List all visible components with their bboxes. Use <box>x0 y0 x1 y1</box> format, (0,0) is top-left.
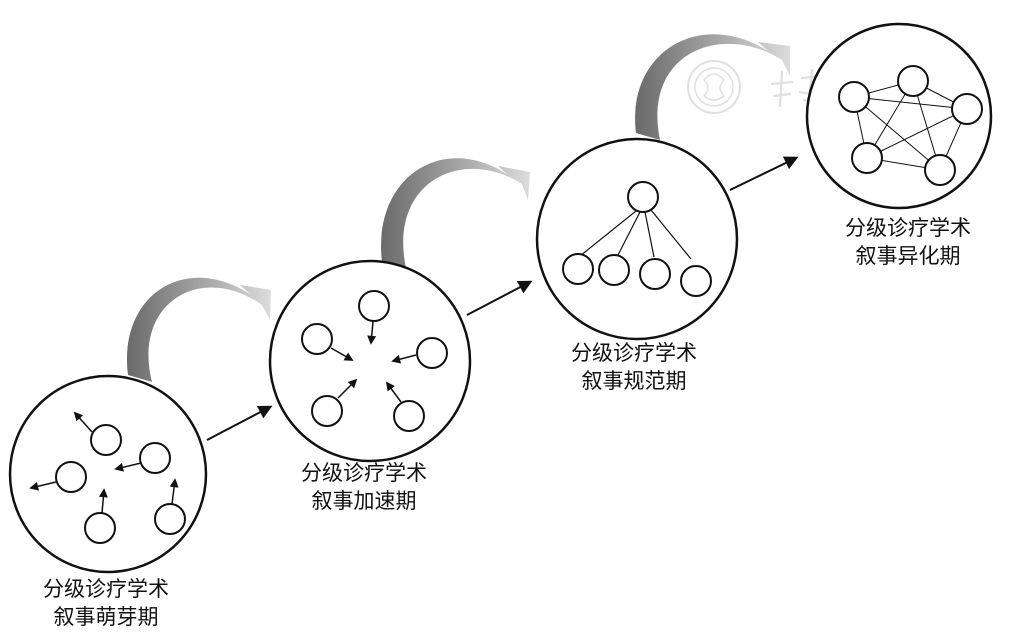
stage-node <box>851 142 883 174</box>
stage-acceleration <box>268 259 472 463</box>
node-arrow <box>330 347 354 361</box>
stage-label-normative: 分级诊疗学术 叙事规范期 <box>571 339 697 395</box>
node-arrow <box>391 354 417 364</box>
stage-node <box>598 254 630 286</box>
node-arrow <box>98 488 108 514</box>
stage-node <box>90 424 122 456</box>
stage-node <box>393 400 425 432</box>
stage-label-embryonic: 分级诊疗学术 叙事萌芽期 <box>43 575 169 631</box>
stage-ring <box>535 137 739 341</box>
stage-node <box>301 323 333 355</box>
stage-node <box>416 337 448 369</box>
hierarchy-link <box>617 211 641 256</box>
node-arrow <box>73 411 93 433</box>
stage-node <box>84 512 116 544</box>
node-arrow <box>114 462 142 472</box>
stage-connectors <box>206 156 799 441</box>
stage-label-line2: 叙事萌芽期 <box>53 605 159 629</box>
stage-node <box>924 154 956 186</box>
stage-node <box>139 442 171 474</box>
network-link <box>866 108 968 159</box>
stage-label-line2: 叙事加速期 <box>311 489 417 513</box>
stage-normative <box>535 137 739 341</box>
node-arrow <box>367 321 377 345</box>
stage-node <box>838 81 870 113</box>
stage-node <box>311 395 343 427</box>
stage-node <box>154 503 186 535</box>
hierarchy-link <box>644 211 655 258</box>
stage-label-line2: 叙事规范期 <box>581 369 687 393</box>
stage-label-line1: 分级诊疗学术 <box>571 341 697 365</box>
stage-node <box>897 65 929 97</box>
curve-arrow-3 <box>635 34 790 140</box>
curve-arrow-2 <box>381 158 530 268</box>
connector-2-3 <box>466 280 533 316</box>
node-arrow <box>337 378 358 399</box>
stage-node <box>562 253 594 285</box>
stage-node-root <box>627 181 659 213</box>
stage-label-line2: 叙事异化期 <box>855 244 961 268</box>
stage-alienation <box>805 22 993 210</box>
stage-label-line1: 分级诊疗学术 <box>301 461 427 485</box>
stage-node <box>680 265 712 297</box>
node-arrow <box>385 381 402 403</box>
curve-arrow-1 <box>126 277 271 382</box>
network-link <box>853 96 941 171</box>
watermark-seal-icon <box>687 60 741 114</box>
connector-1-2 <box>206 405 273 441</box>
stage-node <box>639 258 671 290</box>
network-link <box>853 96 968 110</box>
hierarchy-link <box>650 209 692 260</box>
stage-label-acceleration: 分级诊疗学术 叙事加速期 <box>301 459 427 515</box>
stage-node <box>951 93 983 125</box>
hierarchy-link <box>579 210 637 257</box>
node-arrow <box>169 478 179 505</box>
stage-node <box>358 290 390 322</box>
stage-transition-curves <box>126 34 790 382</box>
stage-node <box>55 461 87 493</box>
stage-label-line1: 分级诊疗学术 <box>845 216 971 240</box>
stage-label-line1: 分级诊疗学术 <box>43 577 169 601</box>
stage-ring <box>8 374 208 574</box>
connector-3-4 <box>729 156 799 191</box>
stage-embryonic <box>8 374 208 574</box>
node-arrow <box>29 481 57 491</box>
stage-label-alienation: 分级诊疗学术 叙事异化期 <box>845 214 971 270</box>
